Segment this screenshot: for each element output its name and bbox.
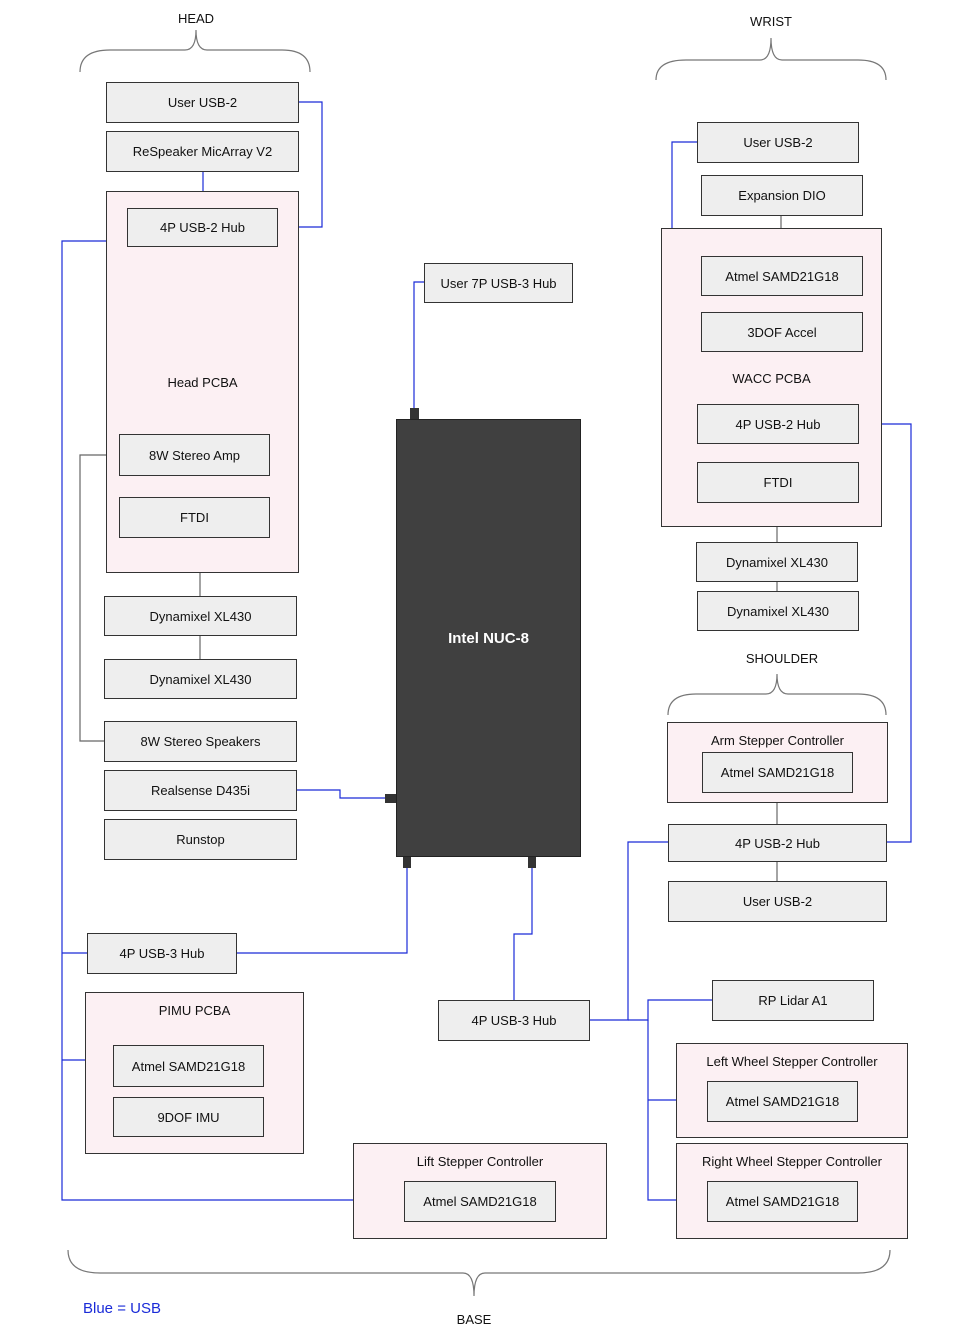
user-usb3-hub: User 7P USB-3 Hub [424,263,573,303]
shoulder-user-usb2: User USB-2 [668,881,887,922]
head-user-usb2: User USB-2 [106,82,299,123]
base-usb3-hub-left: 4P USB-3 Hub [87,933,237,974]
nuc-port-top [410,408,419,419]
wrist-dynamixel-1: Dynamixel XL430 [696,542,858,582]
right-wheel-label: Right Wheel Stepper Controller [702,1154,882,1169]
shoulder-usb2-hub: 4P USB-2 Hub [668,824,887,862]
nuc-port-bottom-right [528,857,536,868]
pimu-atmel: Atmel SAMD21G18 [113,1045,264,1087]
head-usb2-hub: 4P USB-2 Hub [127,208,278,247]
right-wheel-atmel: Atmel SAMD21G18 [707,1181,858,1222]
nuc-port-left [385,794,396,803]
head-brace [79,29,311,73]
arm-stepper-label: Arm Stepper Controller [711,733,844,748]
shoulder-brace [667,673,887,716]
section-label-wrist: WRIST [750,14,792,29]
intel-nuc: Intel NUC-8 [396,419,581,857]
imu-9dof: 9DOF IMU [113,1097,264,1137]
base-brace [67,1249,891,1297]
wacc-pcba-label: WACC PCBA [732,371,811,386]
wrist-brace [655,37,887,81]
head-ftdi: FTDI [119,497,270,538]
stereo-amp: 8W Stereo Amp [119,434,270,476]
respeaker-micarray: ReSpeaker MicArray V2 [106,131,299,172]
runstop: Runstop [104,819,297,860]
left-wheel-atmel: Atmel SAMD21G18 [707,1081,858,1122]
section-label-head: HEAD [177,11,215,26]
rp-lidar: RP Lidar A1 [712,980,874,1021]
lift-stepper-label: Lift Stepper Controller [416,1154,544,1169]
wrist-atmel: Atmel SAMD21G18 [701,256,863,296]
wrist-ftdi: FTDI [697,462,859,503]
nuc-port-bottom-left [403,857,411,868]
left-wheel-label: Left Wheel Stepper Controller [706,1054,878,1069]
accel-3dof: 3DOF Accel [701,312,863,352]
wrist-usb2-hub: 4P USB-2 Hub [697,404,859,444]
head-dynamixel-2: Dynamixel XL430 [104,659,297,699]
stereo-speakers: 8W Stereo Speakers [104,721,297,762]
pimu-pcba-label: PIMU PCBA [158,1003,231,1018]
arm-atmel: Atmel SAMD21G18 [702,752,853,793]
lift-atmel: Atmel SAMD21G18 [404,1181,556,1222]
wrist-dynamixel-2: Dynamixel XL430 [697,591,859,631]
section-label-shoulder: SHOULDER [745,651,819,666]
section-label-base: BASE [456,1312,492,1327]
realsense-camera: Realsense D435i [104,770,297,811]
head-dynamixel-1: Dynamixel XL430 [104,596,297,636]
head-pcba-label: Head PCBA [167,375,238,390]
wrist-user-usb2: User USB-2 [697,122,859,163]
legend-usb: Blue = USB [83,1300,161,1317]
expansion-dio: Expansion DIO [701,175,863,216]
base-usb3-hub-mid: 4P USB-3 Hub [438,1000,590,1041]
